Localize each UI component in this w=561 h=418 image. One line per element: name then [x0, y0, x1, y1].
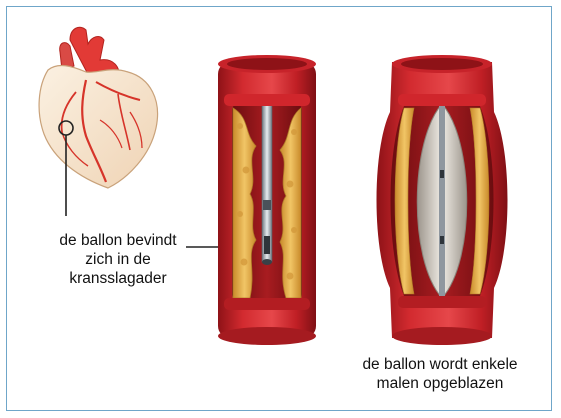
artery-inflated-icon — [377, 55, 508, 345]
heart-icon — [39, 27, 157, 188]
artery-narrowed-icon — [218, 55, 316, 345]
label-left-line3: kransslagader — [38, 269, 198, 288]
label-right-line2: malen opgeblazen — [340, 374, 540, 393]
label-balloon-inflated: de ballon wordt enkele malen opgeblazen — [340, 355, 540, 393]
label-left-line1: de ballon bevindt — [38, 231, 198, 250]
label-right-line1: de ballon wordt enkele — [340, 355, 540, 374]
label-left-line2: zich in de — [38, 250, 198, 269]
label-balloon-in-artery: de ballon bevindt zich in de kransslagad… — [38, 231, 198, 288]
